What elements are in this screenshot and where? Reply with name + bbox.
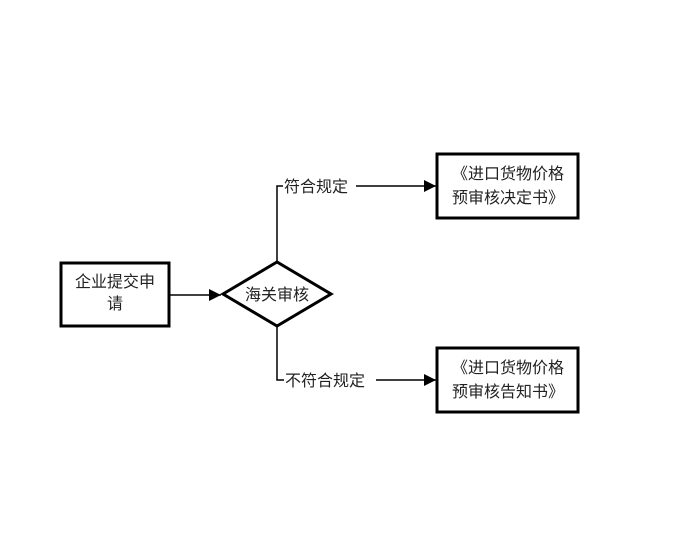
- approve-box: [435, 152, 580, 220]
- approve-box-line-2: 预审核决定书》: [452, 188, 564, 207]
- reject-box-line-1: 《进口货物价格: [452, 358, 564, 377]
- edge-not-conform-line: [276, 326, 284, 381]
- edge-conform-label: 符合规定: [284, 177, 348, 196]
- start-box: [59, 261, 171, 328]
- start-box-line-2: 请: [107, 294, 123, 313]
- approve-box-line-1: 《进口货物价格: [452, 164, 564, 183]
- edge-conform-line: [276, 185, 283, 262]
- reject-box-line-2: 预审核告知书》: [452, 382, 564, 401]
- decision-diamond: [220, 260, 334, 328]
- decision-label: 海关审核: [245, 285, 309, 304]
- reject-box: [435, 346, 580, 414]
- edge-not-conform-label: 不符合规定: [285, 371, 365, 390]
- start-box-line-1: 企业提交申: [75, 272, 155, 291]
